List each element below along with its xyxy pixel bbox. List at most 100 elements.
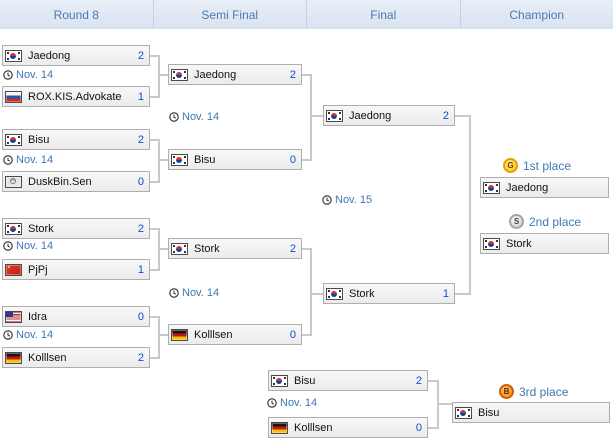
bracket-connector	[302, 334, 312, 336]
match-date-qf2: Nov. 14	[3, 154, 53, 166]
bracket-header: Round 8 Semi Final Final Champion	[0, 0, 613, 29]
player-row-qf4-p1[interactable]: Idra 0	[2, 306, 150, 327]
player-row-final-p2[interactable]: Stork 1	[323, 283, 455, 304]
header-final: Final	[306, 0, 460, 29]
first-place-label: G 1st place	[503, 157, 571, 174]
player-row-qf3-p1[interactable]: Stork 2	[2, 218, 150, 239]
second-place-text: 2nd place	[529, 214, 582, 229]
player-row-first-place[interactable]: Jaedong	[480, 177, 609, 198]
player-score: 1	[137, 263, 144, 276]
bracket-connector	[455, 115, 471, 117]
flag-icon	[271, 374, 288, 387]
player-score: 2	[415, 374, 422, 387]
flag-icon	[5, 310, 22, 323]
player-name: Stork	[28, 222, 54, 235]
player-score: 0	[289, 328, 296, 341]
player-score: 0	[289, 153, 296, 166]
player-score: 2	[137, 49, 144, 62]
player-name: DuskBin.Sen	[28, 175, 92, 188]
player-row-third-p1[interactable]: Bisu 2	[268, 370, 428, 391]
match-date-text: Nov. 14	[280, 397, 318, 409]
bracket-connector	[150, 96, 160, 98]
bracket-connector	[150, 269, 160, 271]
match-date-qf4: Nov. 14	[3, 329, 53, 341]
bracket-connector	[428, 380, 439, 382]
player-name: Kolllsen	[294, 421, 333, 434]
match-date-text: Nov. 14	[182, 111, 220, 123]
player-row-final-p1[interactable]: Jaedong 2	[323, 105, 455, 126]
header-round8: Round 8	[53, 7, 99, 22]
bracket-connector	[158, 139, 160, 183]
player-name: Bisu	[294, 374, 316, 387]
third-place-label: B 3rd place	[499, 383, 568, 400]
bracket-connector	[158, 55, 160, 98]
player-row-qf2-p2[interactable]: DuskBin.Sen 0	[2, 171, 150, 192]
match-date-text: Nov. 14	[16, 329, 54, 341]
flag-icon	[171, 242, 188, 255]
bracket-connector	[150, 181, 160, 183]
player-score: 2	[137, 351, 144, 364]
clock-icon	[3, 155, 13, 165]
player-name: Stork	[194, 242, 220, 255]
player-name: Bisu	[478, 406, 500, 419]
gold-medal-icon: G	[503, 158, 518, 173]
flag-icon	[171, 328, 188, 341]
silver-medal-icon: S	[509, 214, 524, 229]
player-row-third-p2[interactable]: Kolllsen 0	[268, 417, 428, 438]
clock-icon	[169, 112, 179, 122]
player-score: 2	[289, 68, 296, 81]
bracket-connector	[150, 139, 160, 141]
player-name: Stork	[506, 237, 532, 250]
second-place-label: S 2nd place	[509, 213, 581, 230]
player-row-sf1-p2[interactable]: Bisu 0	[168, 149, 302, 170]
player-row-qf3-p2[interactable]: PjPj 1	[2, 259, 150, 280]
flag-icon	[326, 287, 343, 300]
clock-icon	[322, 195, 332, 205]
bracket-connector	[158, 159, 168, 161]
player-row-qf1-p1[interactable]: Jaedong 2	[2, 45, 150, 66]
header-champion: Champion	[459, 0, 613, 29]
first-place-text: 1st place	[523, 158, 572, 173]
bracket-connector	[437, 403, 452, 405]
flag-icon	[171, 68, 188, 81]
player-row-qf2-p1[interactable]: Bisu 2	[2, 129, 150, 150]
player-name: Idra	[28, 310, 47, 323]
bracket-connector	[158, 334, 168, 336]
player-row-sf2-p1[interactable]: Stork 2	[168, 238, 302, 259]
bracket-connector	[310, 293, 323, 295]
player-row-sf2-p2[interactable]: Kolllsen 0	[168, 324, 302, 345]
player-name: PjPj	[28, 263, 48, 276]
flag-icon	[483, 181, 500, 194]
player-name: Kolllsen	[194, 328, 233, 341]
flag-icon	[5, 351, 22, 364]
bracket-connector	[158, 248, 168, 250]
bracket-connector	[310, 74, 312, 161]
flag-icon	[483, 237, 500, 250]
clock-icon	[3, 330, 13, 340]
match-date-final: Nov. 15	[322, 194, 372, 206]
player-score: 0	[415, 421, 422, 434]
flag-icon	[5, 175, 22, 188]
player-row-qf4-p2[interactable]: Kolllsen 2	[2, 347, 150, 368]
player-row-second-place[interactable]: Stork	[480, 233, 609, 254]
flag-icon	[5, 222, 22, 235]
clock-icon	[169, 288, 179, 298]
bracket-connector	[302, 74, 312, 76]
bracket-connector	[150, 316, 160, 318]
bracket-connector	[310, 115, 323, 117]
flag-icon	[326, 109, 343, 122]
match-date-sf1: Nov. 14	[169, 111, 219, 123]
bracket-connector	[469, 115, 471, 295]
player-name: Jaedong	[506, 181, 549, 194]
player-name: ROX.KIS.Advokate	[28, 90, 122, 103]
flag-icon	[5, 49, 22, 62]
match-date-text: Nov. 15	[335, 194, 373, 206]
bracket-connector	[150, 228, 160, 230]
player-name: Bisu	[28, 133, 50, 146]
player-row-sf1-p1[interactable]: Jaedong 2	[168, 64, 302, 85]
match-date-text: Nov. 14	[16, 240, 54, 252]
player-row-third-place[interactable]: Bisu	[452, 402, 610, 423]
player-row-qf1-p2[interactable]: ROX.KIS.Advokate 1	[2, 86, 150, 107]
player-name: Jaedong	[349, 109, 392, 122]
match-date-qf3: Nov. 14	[3, 240, 53, 252]
